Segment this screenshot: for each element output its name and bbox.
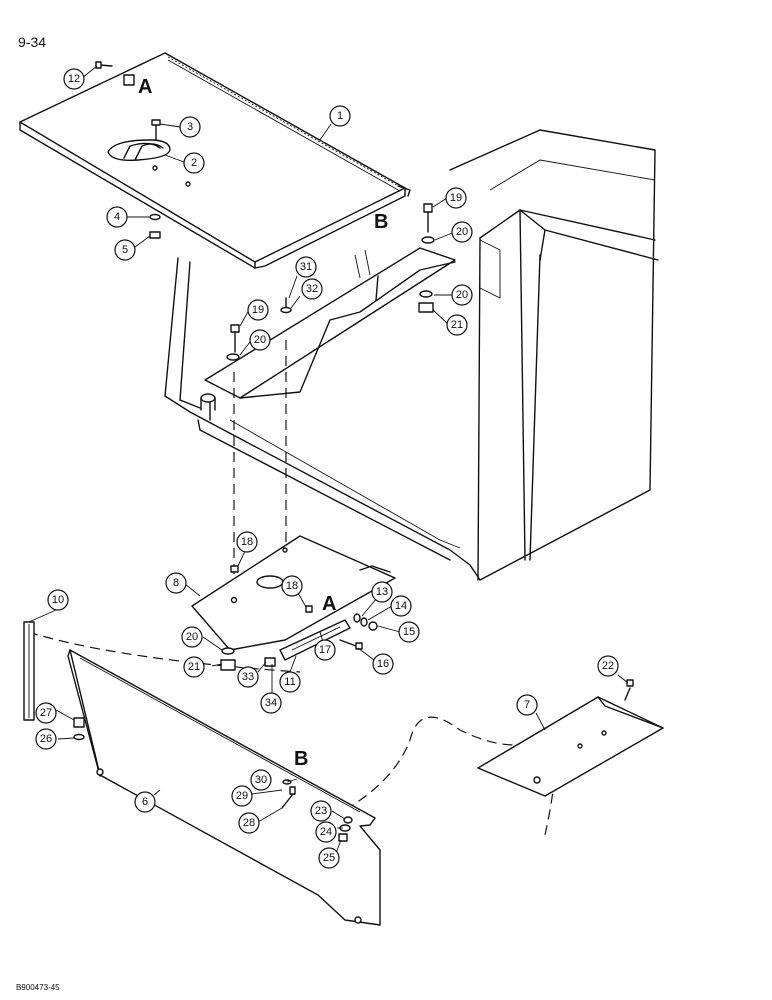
callout-20-c: 20 [249,329,271,351]
callout-2: 2 [183,152,205,174]
frame-housing [164,129,659,581]
svg-text:5: 5 [122,244,128,256]
svg-text:27: 27 [40,707,52,719]
callout-bubbles: 1 2 3 4 5 6 7 8 10 11 12 13 14 15 16 17 … [35,68,619,869]
svg-text:8: 8 [173,577,179,589]
svg-text:7: 7 [524,699,530,711]
callout-4: 4 [106,206,128,228]
callout-18-upper: 18 [236,531,258,553]
callout-28: 28 [238,812,260,834]
svg-text:4: 4 [114,211,120,223]
svg-text:32: 32 [306,283,318,295]
callout-30: 30 [250,769,272,791]
callout-16: 16 [372,653,394,675]
callout-3: 3 [179,116,201,138]
svg-text:24: 24 [320,826,332,838]
svg-text:16: 16 [377,658,389,670]
svg-text:11: 11 [284,676,295,688]
callout-18-lower: 18 [281,575,303,597]
view-letter-a-lower: A [322,593,336,615]
callout-21-upper: 21 [446,314,468,336]
svg-text:20: 20 [186,631,198,643]
svg-text:31: 31 [300,261,312,273]
callout-20-a: 20 [451,221,473,243]
callout-17: 17 [314,639,336,661]
callout-19-right: 19 [445,187,467,209]
access-cover [477,696,664,797]
view-letter-a-upper: A [138,76,152,98]
callout-8: 8 [165,572,187,594]
callout-13: 13 [371,581,393,603]
svg-text:29: 29 [236,790,248,802]
svg-text:26: 26 [40,733,52,745]
callout-33: 33 [237,666,259,688]
callout-14: 14 [390,595,412,617]
callout-26: 26 [35,728,57,750]
slotted-bracket [279,619,351,661]
svg-text:6: 6 [142,796,148,808]
view-letter-b-upper: B [374,211,388,233]
callout-1: 1 [329,105,351,127]
callout-22: 22 [597,655,619,677]
svg-text:20: 20 [456,289,468,301]
svg-text:21: 21 [188,661,200,673]
svg-text:3: 3 [187,121,193,133]
figure-id: B900473-45 [16,983,60,992]
side-panel [67,649,381,926]
callout-6: 6 [134,791,156,813]
svg-text:19: 19 [450,192,462,204]
callout-23: 23 [310,800,332,822]
svg-text:30: 30 [255,774,267,786]
callout-7: 7 [516,694,538,716]
hardware [73,61,634,842]
callout-12: 12 [63,68,85,90]
callout-19-left: 19 [247,299,269,321]
svg-text:10: 10 [52,594,64,606]
svg-text:17: 17 [319,644,331,656]
svg-text:23: 23 [315,805,327,817]
view-letter-b-lower: B [294,748,308,770]
page-number: 9-34 [18,34,46,50]
svg-text:18: 18 [286,580,298,592]
callout-31: 31 [295,256,317,278]
callout-29: 29 [231,785,253,807]
svg-text:19: 19 [252,304,264,316]
callout-32: 32 [301,278,323,300]
svg-text:13: 13 [376,586,388,598]
callout-25: 25 [318,847,340,869]
rubber-strip [23,621,35,721]
callout-10: 10 [47,589,69,611]
svg-text:20: 20 [254,334,266,346]
svg-text:20: 20 [456,226,468,238]
svg-text:33: 33 [242,671,254,683]
svg-text:15: 15 [403,626,415,638]
leader-lines [28,65,629,854]
top-cover-panel [19,52,411,269]
svg-text:25: 25 [323,852,335,864]
svg-text:12: 12 [68,73,80,85]
svg-text:2: 2 [191,157,197,169]
callout-15: 15 [398,621,420,643]
svg-text:28: 28 [243,817,255,829]
svg-text:21: 21 [451,319,463,331]
callout-24: 24 [315,821,337,843]
callout-34: 34 [260,692,282,714]
callout-21-lower: 21 [183,656,205,678]
svg-text:22: 22 [602,660,614,672]
callout-20-b: 20 [451,284,473,306]
svg-text:1: 1 [337,110,343,122]
callout-20-d: 20 [181,626,203,648]
svg-text:34: 34 [265,697,277,709]
svg-text:18: 18 [241,536,253,548]
callout-5: 5 [114,239,136,261]
callout-11: 11 [279,671,301,693]
svg-text:14: 14 [395,600,407,612]
callout-27: 27 [35,702,57,724]
